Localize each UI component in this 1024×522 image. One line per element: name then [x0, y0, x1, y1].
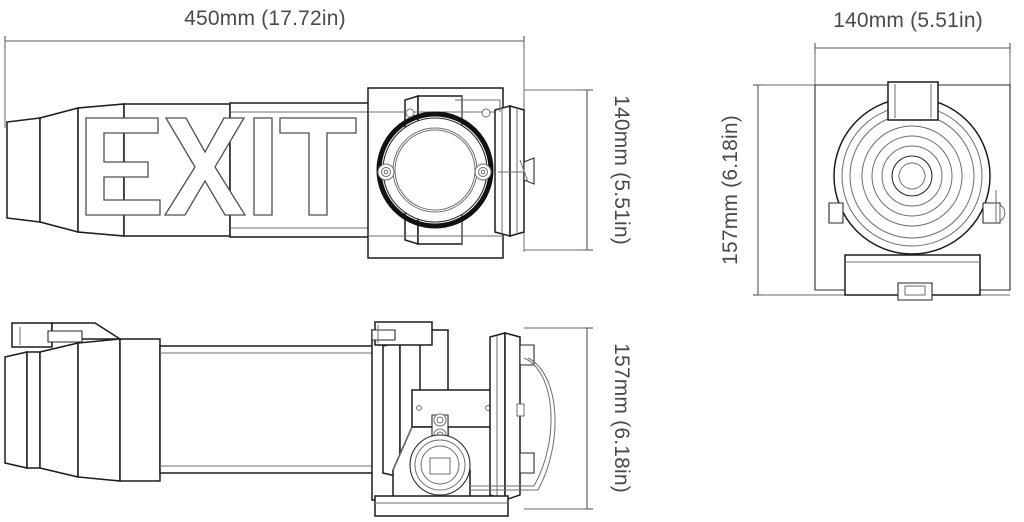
side-lens-detail [409, 434, 471, 496]
bezel-fastener-left [377, 163, 395, 181]
end-view-gland [982, 190, 1006, 224]
end-view-geometry [814, 81, 1011, 301]
dimension-height-front: 140mm (5.51in) [524, 89, 633, 251]
side-view-geometry [4, 321, 556, 517]
dimension-length-label: 450mm (17.72in) [184, 7, 346, 30]
lens-bezel [376, 111, 494, 229]
exit-sign-lettering [85, 117, 357, 216]
bezel-fastener-right [474, 163, 492, 181]
dimension-width-end-label: 140mm (5.51in) [833, 9, 983, 32]
end-elevation-view: 140mm (5.51in) 157mm (6.18in) [719, 9, 1011, 301]
dimension-height-side-label: 157mm (6.18in) [610, 343, 633, 493]
side-elevation-view: 157mm (6.18in) [4, 321, 633, 517]
front-elevation-view: 450mm (17.72in) 140mm (5.51in) [4, 7, 633, 259]
cable-gland [498, 157, 535, 185]
dimension-height-end-label: 157mm (6.18in) [719, 115, 742, 265]
dimension-height-side: 157mm (6.18in) [524, 327, 633, 510]
dimension-height-front-label: 140mm (5.51in) [610, 95, 633, 245]
front-view-geometry [6, 87, 535, 259]
